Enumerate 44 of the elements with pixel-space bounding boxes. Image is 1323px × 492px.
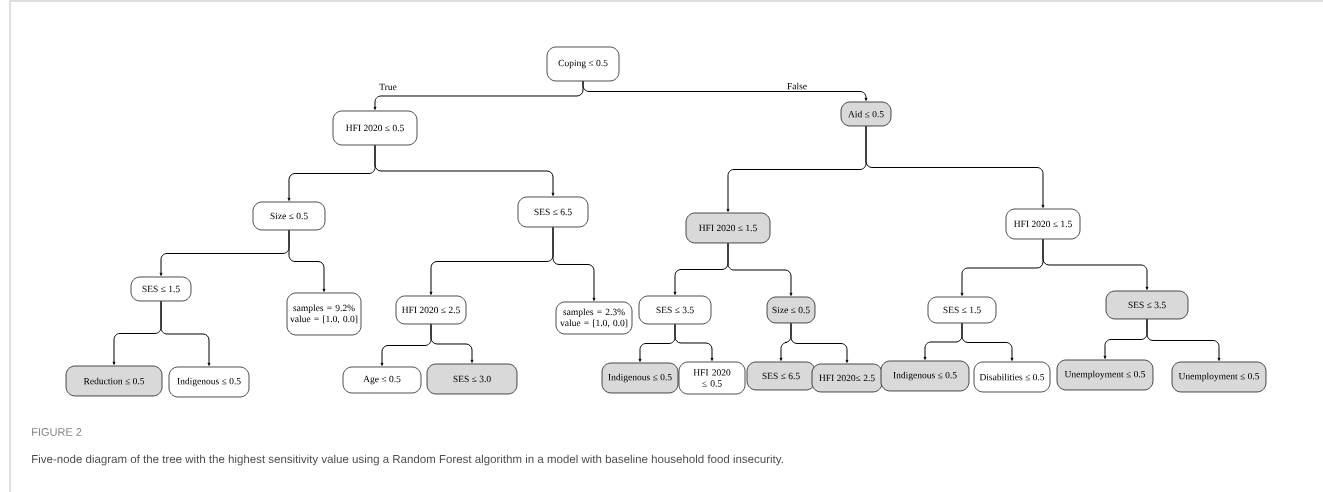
arrow	[552, 226, 596, 301]
decision-box: Coping ≤ 0.5	[546, 46, 620, 82]
decision-box: Age ≤ 0.5	[342, 366, 422, 394]
arrow	[727, 242, 793, 296]
arrow	[430, 323, 474, 363]
decision-box: Size ≤ 0.5	[766, 296, 816, 324]
decision-box: SES ≤ 3.5	[1105, 290, 1189, 320]
decision-box: Indigenous ≤ 0.5	[168, 366, 250, 398]
caption: Five-node diagram of the tree with the highest sensitivity value using a Random Forest algorithm in a model with baseline household food insecurity.	[32, 454, 783, 466]
arrow	[582, 80, 868, 101]
arrow	[961, 322, 1014, 361]
decision-box: Aid ≤ 0.5	[840, 101, 892, 127]
decision-box: HFI 2020 ≤ 0.5	[332, 110, 418, 146]
decision-box: SES ≤ 1.5	[130, 276, 192, 302]
decision-box: SES ≤ 3.0	[426, 363, 518, 395]
edge-label: True	[378, 82, 398, 92]
arrow	[674, 323, 714, 361]
decision-box: HFI 2020 ≤ 2.5	[395, 295, 467, 325]
arrow	[288, 229, 326, 292]
arrow	[790, 322, 849, 363]
decision-box: Size ≤ 0.5	[252, 201, 326, 231]
decision-box: HFI 2020 ≤ 1.5	[685, 212, 771, 244]
arrow	[1042, 238, 1149, 290]
arrow	[374, 144, 555, 196]
decision-box: Indigenous ≤ 0.5	[880, 360, 970, 392]
arrow	[1146, 318, 1221, 361]
decision-box: SES ≤ 1.5	[927, 296, 997, 324]
decision-box: Unemployment ≤ 0.5	[1056, 359, 1154, 391]
arrow	[160, 300, 211, 366]
decision-box: Disabilities ≤ 0.5	[973, 361, 1051, 393]
arrow	[865, 125, 1045, 208]
decision-box: Unemployment ≤ 0.5	[1171, 361, 1267, 393]
decision-box: HFI 2020 ≤ 0.5	[678, 361, 746, 395]
figure-number: FIGURE 2	[32, 428, 82, 436]
decision-box: SES ≤ 6.5	[517, 196, 589, 228]
decision-box: SES ≤ 3.5	[638, 295, 712, 325]
decision-box: samples = 9.2% value = [1.0, 0.0]	[286, 292, 362, 336]
decision-box: Indigenous ≤ 0.5	[601, 362, 679, 394]
edge-label: False	[786, 81, 809, 91]
decision-box: HFI 2020 ≤ 1.5	[1005, 208, 1081, 240]
decision-box: SES ≤ 6.5	[746, 361, 816, 391]
decision-box: Reduction ≤ 0.5	[65, 365, 163, 397]
decision-box: samples = 2.3% value = [1.0, 0.0]	[555, 301, 633, 335]
decision-box: HFI 2020≤ 2.5	[811, 363, 883, 393]
